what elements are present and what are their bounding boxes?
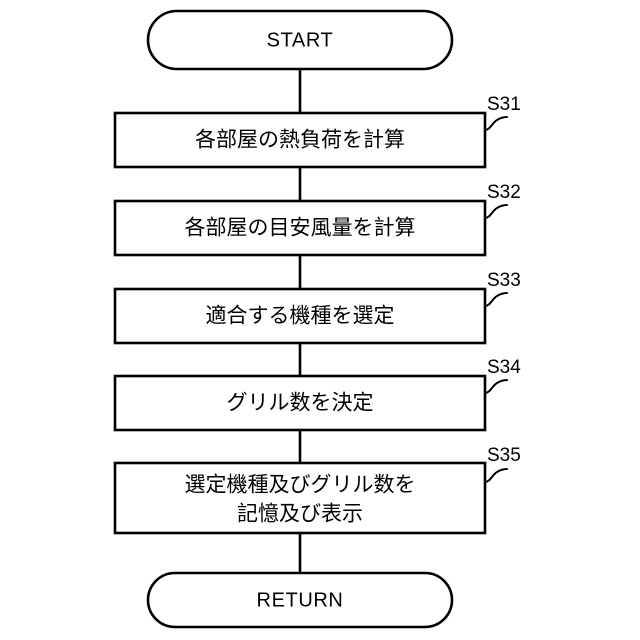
- s35-process-label-line1: 選定機種及びグリル数を: [185, 474, 416, 497]
- start-terminal-label: START: [267, 29, 334, 51]
- start-terminal-shape: [146, 9, 454, 71]
- s31-process-shape: [113, 111, 487, 169]
- node-return: RETURN: [146, 571, 454, 629]
- node-s34: グリル数を決定 S34: [113, 357, 521, 432]
- s31-process-label: 各部屋の熱負荷を計算: [195, 129, 405, 152]
- return-terminal-shape: [146, 571, 454, 629]
- s35-process-shape: [113, 461, 487, 535]
- s35-process-label-line2: 記憶及び表示: [237, 503, 363, 526]
- s32-process-label: 各部屋の目安風量を計算: [185, 217, 416, 240]
- s35-leader-line: [484, 468, 508, 483]
- node-s31: 各部屋の熱負荷を計算 S31: [113, 94, 521, 169]
- s33-process-shape: [113, 287, 487, 345]
- s32-step-label: S32: [487, 182, 521, 203]
- s31-leader-line: [484, 116, 508, 131]
- node-start: START: [146, 9, 454, 71]
- node-s32: 各部屋の目安風量を計算 S32: [113, 182, 521, 257]
- s33-leader-line: [484, 292, 508, 307]
- s34-process-shape: [113, 374, 487, 432]
- s32-process-shape: [113, 199, 487, 257]
- s33-step-label: S33: [487, 270, 521, 291]
- s35-step-label: S35: [487, 445, 521, 466]
- node-s33: 適合する機種を選定 S33: [113, 270, 521, 345]
- s34-step-label: S34: [487, 357, 521, 378]
- s33-process-label: 適合する機種を選定: [206, 305, 395, 328]
- s34-leader-line: [484, 379, 508, 394]
- s31-step-label: S31: [487, 94, 521, 115]
- s34-process-label: グリル数を決定: [227, 392, 374, 415]
- s32-leader-line: [484, 204, 508, 219]
- node-s35: 選定機種及びグリル数を 記憶及び表示 S35: [113, 445, 521, 535]
- return-terminal-label: RETURN: [257, 589, 344, 611]
